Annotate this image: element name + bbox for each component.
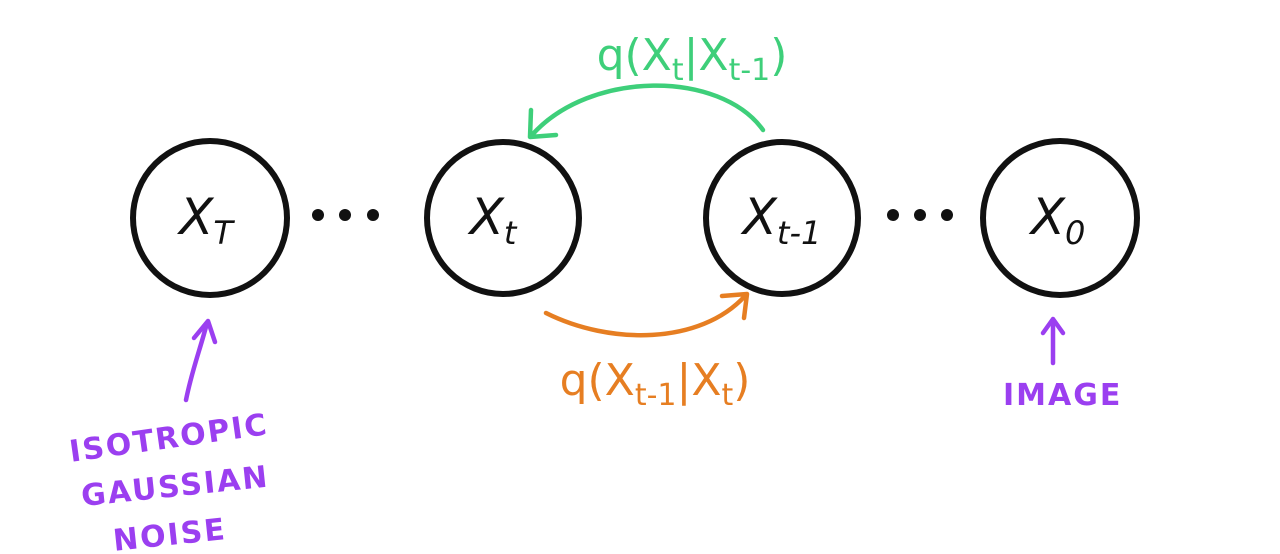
annotation-noise: ISOTROPIC GAUSSIAN NOISE	[67, 318, 271, 554]
noise-line-1: ISOTROPIC	[67, 407, 270, 470]
edge-top-arc	[529, 83, 766, 138]
node-x-0-label: X0	[1028, 188, 1086, 252]
edge-bottom-label: q(Xt-1|Xt)	[560, 355, 751, 413]
node-x-0: X0	[980, 138, 1140, 298]
node-x-t-minus-1: Xt-1	[703, 139, 861, 297]
noise-line-2: GAUSSIAN	[80, 460, 271, 515]
node-x-capital-t-circle	[130, 138, 290, 298]
edge-top-label: q(Xt|Xt-1)	[597, 30, 788, 88]
edge-bottom-forward: q(Xt-1|Xt)	[543, 291, 751, 413]
ellipsis-left	[312, 209, 379, 221]
edge-bottom-arrowhead	[719, 291, 750, 321]
node-x-t: Xt	[424, 139, 582, 297]
node-x-capital-t: XT	[130, 138, 290, 298]
annotation-image: IMAGE	[1003, 316, 1122, 413]
node-x-t-minus-1-label: Xt-1	[740, 188, 822, 252]
noise-arrow-head	[191, 318, 218, 345]
ellipsis-right	[887, 209, 953, 221]
image-arrow-head	[1040, 316, 1066, 336]
edge-top-reverse: q(Xt|Xt-1)	[527, 30, 788, 140]
image-label: IMAGE	[1003, 378, 1122, 413]
node-x-t-circle	[424, 139, 582, 297]
noise-line-3: NOISE	[111, 512, 228, 554]
edge-top-arrowhead	[527, 107, 559, 140]
node-x-0-circle	[980, 138, 1140, 298]
node-x-t-minus-1-circle	[703, 139, 861, 297]
node-x-t-label: Xt	[467, 188, 518, 252]
noise-arrow-shaft	[183, 320, 210, 403]
edge-bottom-arc	[543, 293, 748, 338]
node-x-capital-t-label: XT	[176, 188, 235, 252]
